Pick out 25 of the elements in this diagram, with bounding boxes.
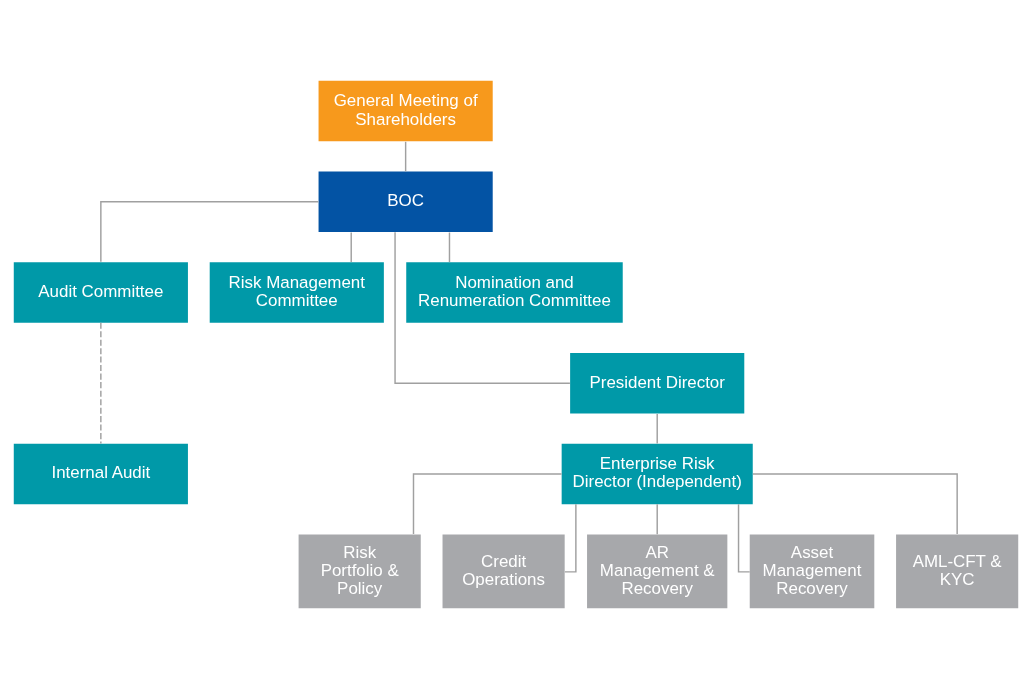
connector (350, 231, 352, 263)
node-box: AR Management & Recovery (587, 534, 728, 609)
node-box: President Director (570, 352, 745, 414)
node-box: Risk Management Committee (209, 262, 384, 323)
node-box: Asset Management Recovery (749, 534, 875, 609)
connector (394, 231, 571, 384)
connector (656, 503, 658, 535)
connector (737, 503, 751, 573)
node-box: Internal Audit (13, 443, 188, 505)
connector (412, 473, 563, 535)
node-box: Audit Committee (13, 262, 188, 323)
connector (404, 141, 407, 173)
node-box: General Meeting of Shareholders (318, 80, 493, 142)
node-box: Credit Operations (442, 534, 565, 609)
node-box: AML-CFT & KYC (896, 534, 1019, 609)
node-box: Risk Portfolio & Policy (298, 534, 421, 609)
connector (100, 322, 102, 445)
connector (564, 503, 577, 573)
node-box: BOC (318, 171, 493, 232)
connector (448, 231, 451, 263)
node-box: Enterprise Risk Director (Independent) (561, 443, 753, 505)
node-box: Nomination and Renumeration Committee (406, 262, 623, 323)
connector (752, 473, 958, 535)
connector (656, 413, 658, 445)
connector (100, 201, 320, 263)
